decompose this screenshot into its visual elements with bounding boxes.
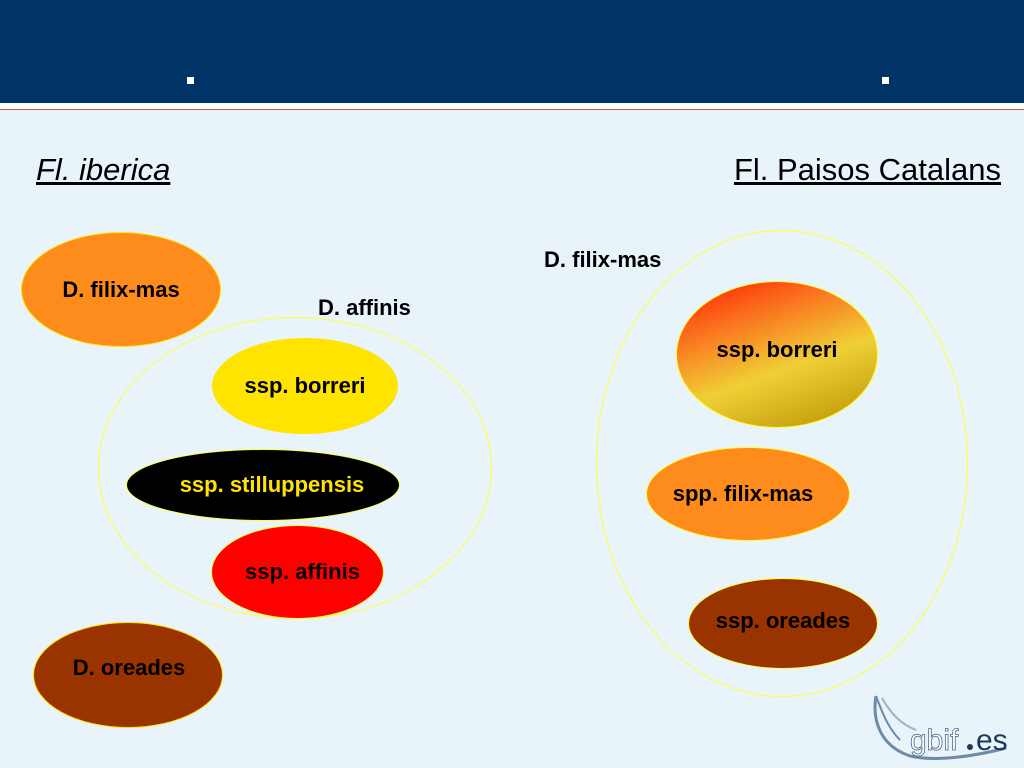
bullet-icon — [187, 77, 194, 84]
left-subspecies-label: ssp. borreri — [244, 373, 366, 398]
right-group-ring — [596, 230, 968, 697]
left-subspecies-oval-affinis: ssp. affinis — [211, 525, 384, 619]
logo-text-main: gbif — [910, 724, 959, 757]
gbif-logo: gbif es — [873, 695, 1008, 760]
right-subspecies-label: ssp. oreades — [715, 607, 851, 633]
left-section-title: Fl. iberica — [36, 152, 171, 187]
right-section-title: Fl. Paisos Catalans — [733, 152, 1001, 187]
header-white-stripe — [0, 103, 1024, 109]
right-subspecies-oval-borreri: ssp. borreri — [676, 281, 878, 428]
left-group-label: D. affinis — [318, 295, 411, 320]
logo-dot-icon — [967, 744, 973, 750]
bullet-icon — [882, 77, 889, 84]
right-subspecies-label: ssp. borreri — [716, 336, 838, 362]
left-bottom-species-label: D. oreades — [72, 655, 186, 680]
left-subspecies-oval-borreri: ssp. borreri — [212, 338, 398, 434]
right-subspecies-label: spp. filix-mas — [672, 481, 814, 506]
left-subspecies-oval-stilluppensis: ssp. stilluppensis — [126, 449, 400, 521]
right-subspecies-oval-filix-mas: spp. filix-mas — [646, 447, 850, 541]
left-subspecies-label: ssp. affinis — [245, 559, 360, 584]
left-top-species-oval: D. filix-mas — [21, 232, 221, 347]
left-bottom-species-oval: D. oreades — [33, 622, 223, 728]
left-subspecies-label: ssp. stilluppensis — [179, 472, 365, 497]
header-rule — [0, 109, 1024, 110]
logo-text-suffix: es — [976, 724, 1008, 757]
left-top-species-label: D. filix-mas — [62, 276, 180, 302]
right-subspecies-oval-oreades: ssp. oreades — [688, 578, 878, 669]
header-bar — [0, 0, 1024, 103]
right-group-label: D. filix-mas — [544, 247, 662, 272]
